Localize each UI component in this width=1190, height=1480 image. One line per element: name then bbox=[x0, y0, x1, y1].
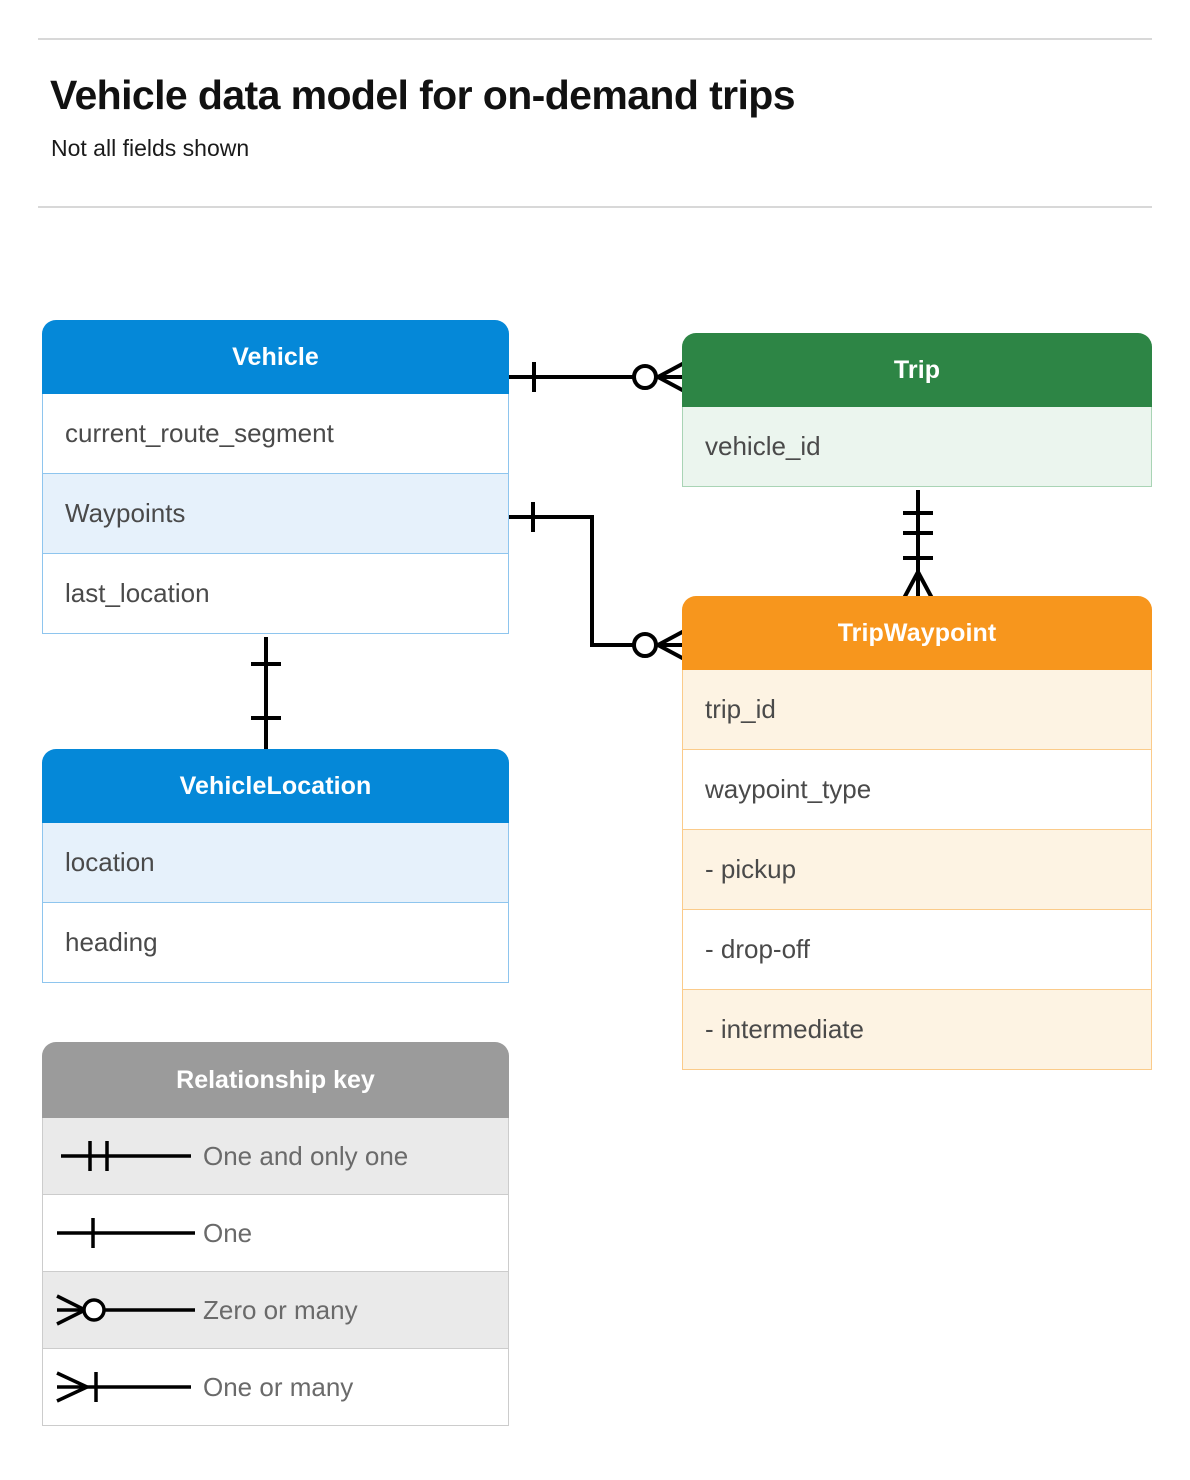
entity-vehiclelocation-field-heading: heading bbox=[42, 903, 509, 983]
page-subtitle: Not all fields shown bbox=[51, 135, 250, 161]
circle-vehicle-trip-zero bbox=[632, 364, 658, 390]
page-title: Vehicle data model for on-demand trips bbox=[50, 72, 796, 118]
entity-vehicle-field-last-location: last_location bbox=[42, 554, 509, 634]
legend-title: Relationship key bbox=[42, 1042, 509, 1118]
header-divider-top bbox=[38, 38, 1152, 40]
one-icon bbox=[43, 1195, 203, 1271]
entity-tripwaypoint-value-drop-off: - drop-off bbox=[682, 910, 1152, 990]
entity-vehiclelocation-title: VehicleLocation bbox=[42, 749, 509, 823]
entity-trip[interactable]: Trip vehicle_id bbox=[682, 333, 1152, 487]
entity-tripwaypoint-value-intermediate: - intermediate bbox=[682, 990, 1152, 1070]
legend-label-one: One bbox=[203, 1217, 253, 1248]
legend-row-one: One bbox=[42, 1195, 509, 1272]
entity-vehicle-field-current-route-segment: current_route_segment bbox=[42, 394, 509, 474]
entity-tripwaypoint-title: TripWaypoint bbox=[682, 596, 1152, 670]
entity-trip-field-vehicle-id: vehicle_id bbox=[682, 407, 1152, 487]
entity-trip-title: Trip bbox=[682, 333, 1152, 407]
entity-tripwaypoint-field-waypoint-type: waypoint_type bbox=[682, 750, 1152, 830]
legend-label-zero-or-many: Zero or many bbox=[203, 1294, 358, 1325]
entity-vehiclelocation[interactable]: VehicleLocation location heading bbox=[42, 749, 509, 983]
entity-vehiclelocation-field-location: location bbox=[42, 823, 509, 903]
entity-vehicle-title: Vehicle bbox=[42, 320, 509, 394]
circle-waypoints-zero bbox=[632, 632, 658, 658]
wire-waypoints-tripwaypoint bbox=[506, 515, 682, 647]
entity-tripwaypoint-value-pickup: - pickup bbox=[682, 830, 1152, 910]
entity-vehicle[interactable]: Vehicle current_route_segment Waypoints … bbox=[42, 320, 509, 634]
zero-or-many-icon bbox=[43, 1272, 203, 1348]
relationship-key-legend: Relationship key One and only one bbox=[42, 1042, 509, 1426]
legend-label-one-and-only-one: One and only one bbox=[203, 1140, 409, 1171]
legend-row-one-and-only-one: One and only one bbox=[42, 1118, 509, 1195]
legend-row-zero-or-many: Zero or many bbox=[42, 1272, 509, 1349]
entity-tripwaypoint-field-trip-id: trip_id bbox=[682, 670, 1152, 750]
legend-label-one-or-many: One or many bbox=[203, 1371, 354, 1402]
one-and-only-one-icon bbox=[43, 1118, 203, 1194]
header-divider-bottom bbox=[38, 206, 1152, 208]
one-or-many-icon bbox=[43, 1349, 203, 1425]
legend-row-one-or-many: One or many bbox=[42, 1349, 509, 1426]
entity-tripwaypoint[interactable]: TripWaypoint trip_id waypoint_type - pic… bbox=[682, 596, 1152, 1070]
entity-vehicle-field-waypoints: Waypoints bbox=[42, 474, 509, 554]
